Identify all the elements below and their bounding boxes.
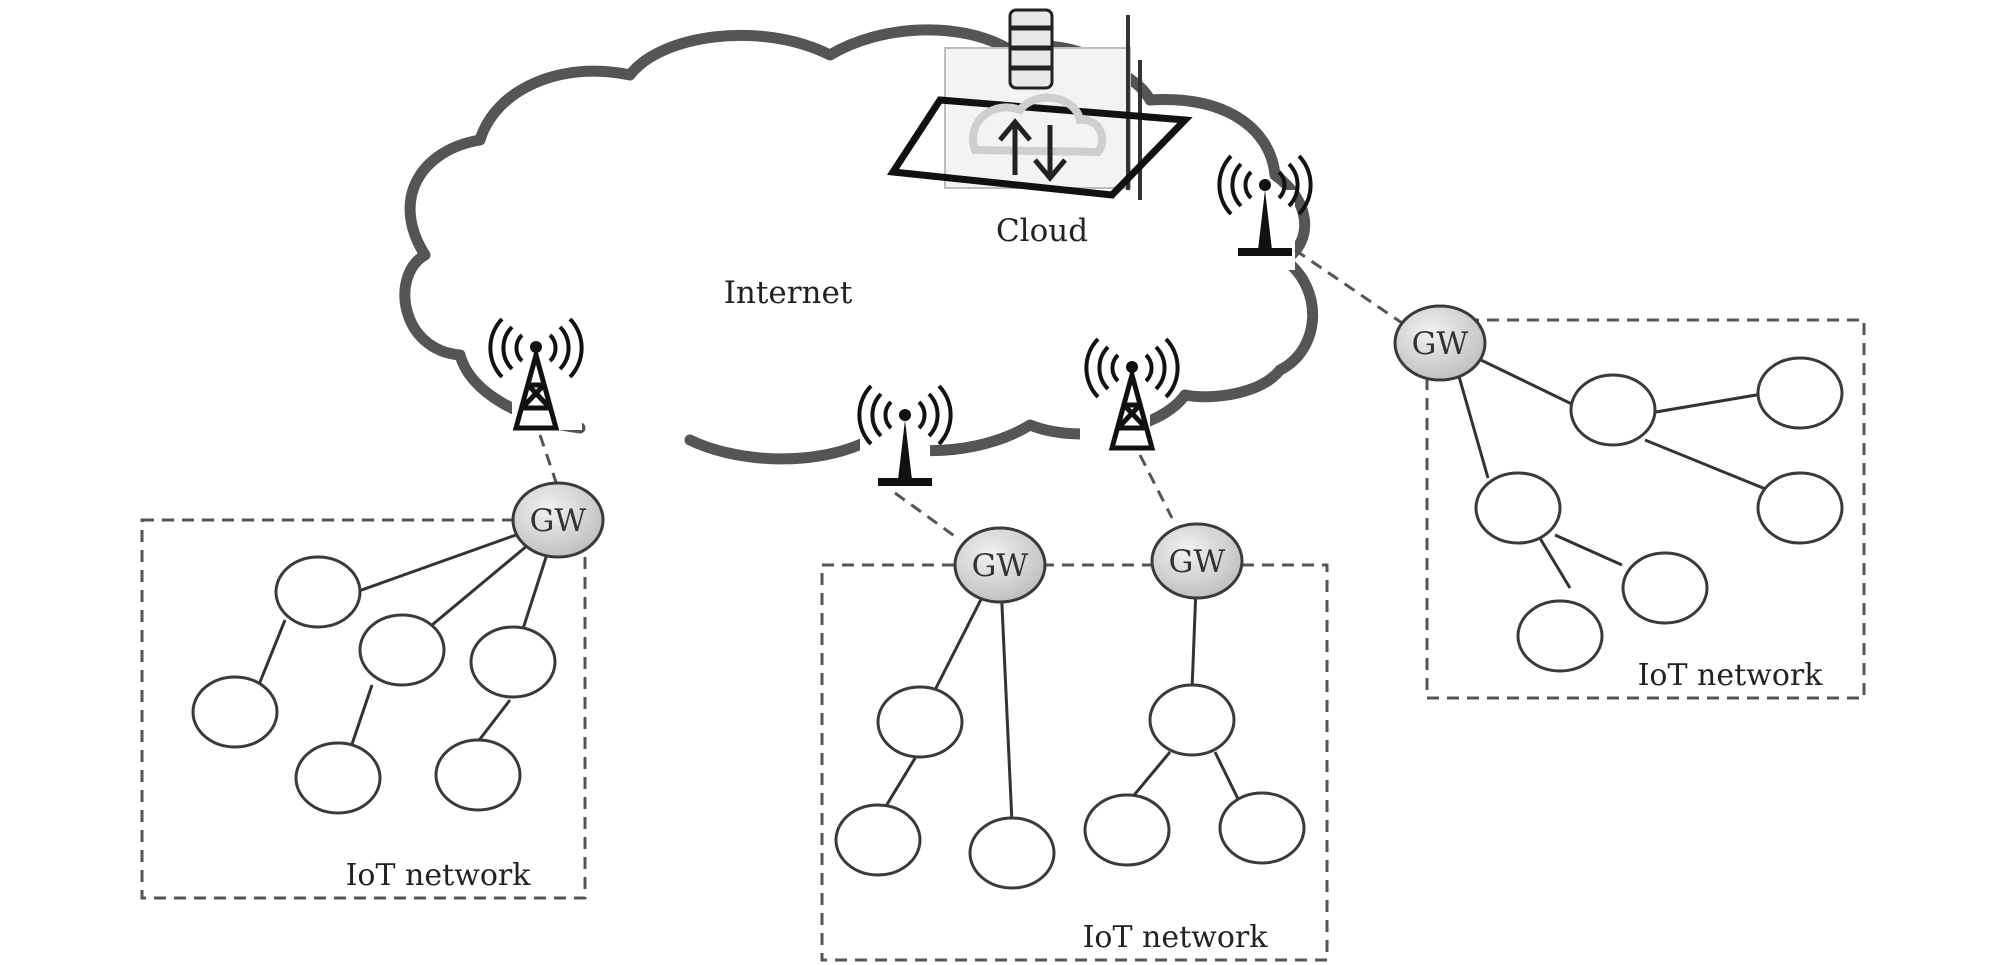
- radio-mast-icon: [1217, 154, 1313, 256]
- gateway-node: GW: [1150, 522, 1244, 600]
- iot-node: [358, 613, 446, 687]
- gateway-node: GW: [1393, 304, 1487, 382]
- iot-node: [1083, 793, 1171, 867]
- iot-network-label: IoT network: [1638, 658, 1824, 693]
- iot-node: [469, 625, 557, 699]
- cloud-label: Cloud: [996, 213, 1088, 249]
- iot-node: [1474, 471, 1562, 545]
- iot-node: [1756, 471, 1844, 545]
- iot-node: [274, 555, 362, 629]
- iot-node: [434, 738, 522, 812]
- gateway-label: GW: [972, 548, 1029, 584]
- iot-node: [191, 675, 279, 749]
- antenna-tower-icon: [488, 317, 584, 431]
- iot-node: [876, 685, 964, 759]
- iot-node: [1569, 373, 1657, 447]
- iot-network-boxes: [140, 318, 1866, 962]
- iot-node: [1218, 791, 1306, 865]
- iot-node: [1756, 356, 1844, 430]
- gateway-label: GW: [530, 503, 587, 539]
- iot-node: [1516, 599, 1604, 673]
- antenna-tower-icon: [1084, 337, 1180, 451]
- radio-mast-icon: [857, 384, 953, 486]
- wireless-links: [538, 248, 1406, 542]
- iot-network-label: IoT network: [346, 858, 532, 893]
- gateway-node: GW: [511, 481, 605, 559]
- iot-node: [294, 741, 382, 815]
- internet-label: Internet: [724, 275, 853, 311]
- iot-node: [1148, 683, 1236, 757]
- gateway-node: GW: [953, 526, 1047, 604]
- iot-node: [1621, 551, 1709, 625]
- gateway-label: GW: [1412, 326, 1469, 362]
- iot-node: [968, 816, 1056, 890]
- iot-node: [834, 803, 922, 877]
- iot-network-label: IoT network: [1083, 920, 1269, 955]
- cloud-server-icon: [886, 8, 1193, 200]
- gateway-label: GW: [1169, 544, 1226, 580]
